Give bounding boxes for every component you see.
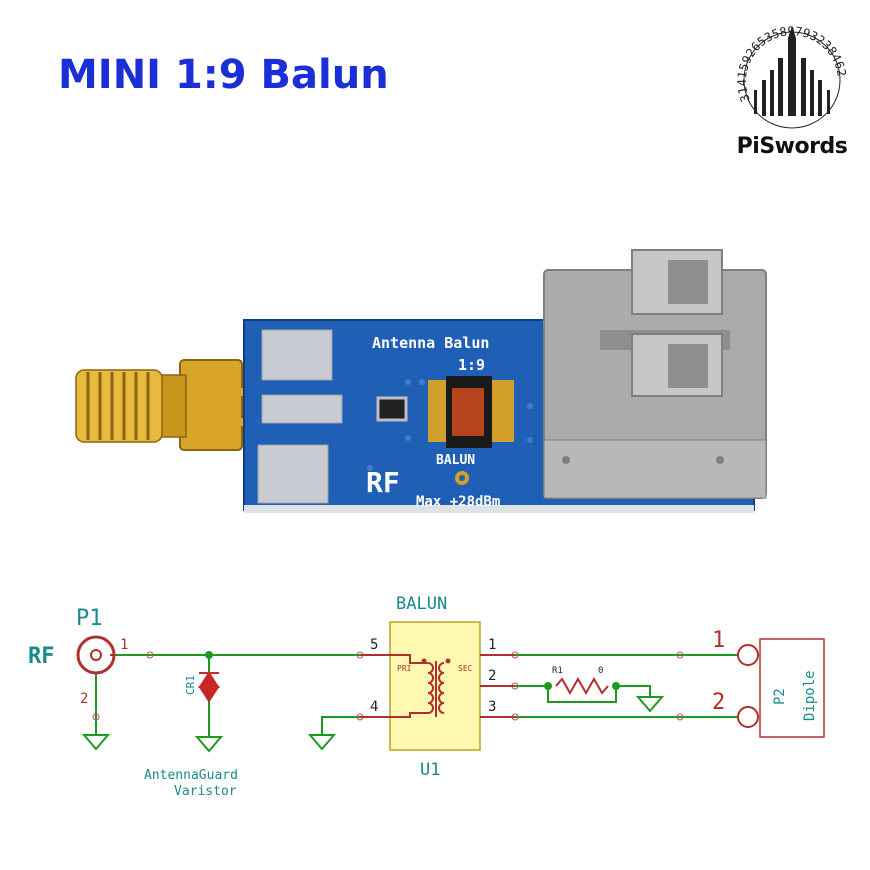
cr1-note-line2: Varistor: [174, 784, 237, 799]
pri-label: PRI: [397, 664, 412, 673]
cr1-diode: [198, 671, 220, 703]
r1-resistor: [555, 676, 609, 696]
balun-chip: [428, 376, 514, 448]
p2-pin1: 1: [712, 628, 725, 653]
board-label-max: Max +28dBm: [416, 494, 500, 510]
pin1-label: 1: [488, 637, 496, 653]
balun-schematic: RF P1 1 2 CR1 AntennaGuard Varistor BALU…: [28, 594, 825, 799]
cr1-note-line1: AntennaGuard: [144, 768, 238, 783]
cr1-ref: CR1: [184, 675, 197, 695]
balun-board-photo: Antenna Balun 1:9 BALUN RF Max +28dBm: [75, 249, 767, 513]
sma-connector: [75, 359, 260, 451]
pin2-label: 2: [488, 668, 496, 684]
schematic-wires: [95, 654, 740, 737]
ground-symbols: [81, 696, 665, 753]
pin3-label: 3: [488, 699, 496, 715]
board-label-ratio: 1:9: [458, 356, 485, 374]
p2-name: Dipole: [802, 670, 818, 721]
brand-logo: 3141592653589793238462 PiSwords: [722, 18, 862, 168]
rf-label: RF: [28, 644, 55, 669]
p2-pin2: 2: [712, 690, 725, 715]
board-label-balun: BALUN: [436, 453, 475, 468]
terminal-block: [543, 249, 767, 499]
p1-pin1: 1: [120, 637, 128, 653]
balun-title: BALUN: [396, 594, 447, 614]
pin5-label: 5: [370, 637, 378, 653]
p1-ref: P1: [76, 606, 103, 631]
p2-connector: [737, 638, 825, 738]
brand-name: PiSwords: [736, 134, 848, 159]
pin4-label: 4: [370, 699, 378, 715]
p1-pin2: 2: [80, 691, 88, 707]
junction-dots: [205, 651, 620, 690]
sword-city-logo-icon: 3141592653589793238462: [735, 24, 849, 129]
u1-ref: U1: [420, 760, 440, 780]
r1-ref: R1: [552, 666, 563, 676]
u1-balun: [360, 621, 515, 751]
p1-connector: [76, 635, 116, 675]
sec-label: SEC: [458, 664, 473, 673]
page-title: MINI 1:9 Balun: [58, 52, 389, 98]
p2-ref: P2: [772, 688, 788, 705]
board-label-rf: RF: [366, 466, 400, 499]
board-label-antenna: Antenna Balun: [372, 334, 489, 352]
r1-value: 0: [598, 666, 603, 676]
